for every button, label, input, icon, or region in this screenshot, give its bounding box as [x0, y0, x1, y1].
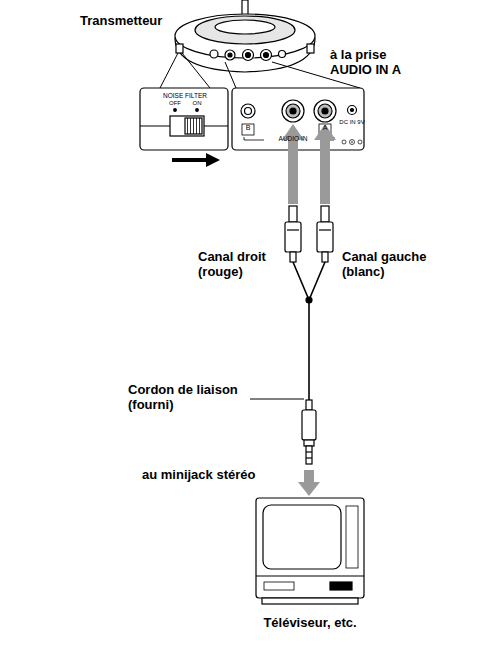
cord-label: Cordon de liaison (fourni) — [128, 383, 248, 413]
label-slot: Transmetteur — [80, 14, 190, 29]
television — [256, 498, 364, 604]
label-slot: Téléviseur, etc. — [230, 616, 390, 631]
label-slot: NOISE FILTER — [150, 92, 220, 99]
switch-position: OFF — [165, 100, 185, 107]
switch-position: ON — [187, 100, 207, 107]
channel-label: Canal gauche (blanc) — [342, 250, 442, 280]
jack-letter: B — [242, 124, 254, 132]
label-slot: A — [319, 124, 331, 132]
slide-arrow — [172, 153, 220, 167]
jack-callout: à la prise AUDIO IN A — [330, 48, 420, 78]
label-slot: DC IN 9V — [336, 119, 368, 126]
noise-filter-inset — [140, 88, 228, 150]
label-slot: Canal droit (rouge) — [198, 250, 282, 280]
device-label: Téléviseur, etc. — [230, 616, 390, 631]
label-slot: à la prise AUDIO IN A — [330, 48, 420, 78]
control-label: NOISE FILTER — [150, 92, 220, 99]
jack-letter: A — [319, 124, 331, 132]
insert-arrows — [282, 124, 336, 496]
leader-line — [250, 399, 304, 400]
connecting-cord — [285, 206, 333, 464]
transmitter — [175, 0, 315, 72]
power-jack-label: DC IN 9V — [336, 119, 368, 126]
channel-label: Canal droit (rouge) — [198, 250, 282, 280]
label-slot: AUDIO IN — [264, 135, 322, 142]
label-slot: B — [242, 124, 254, 132]
part-name: Transmetteur — [80, 14, 190, 29]
label-slot: Canal gauche (blanc) — [342, 250, 442, 280]
label-slot: au minijack stéréo — [142, 468, 302, 483]
label-slot: OFF — [165, 100, 185, 107]
label-slot: Cordon de liaison (fourni) — [128, 383, 248, 413]
jack-callout: au minijack stéréo — [142, 468, 302, 483]
label-slot: ON — [187, 100, 207, 107]
jack-group-label: AUDIO IN — [264, 135, 322, 142]
